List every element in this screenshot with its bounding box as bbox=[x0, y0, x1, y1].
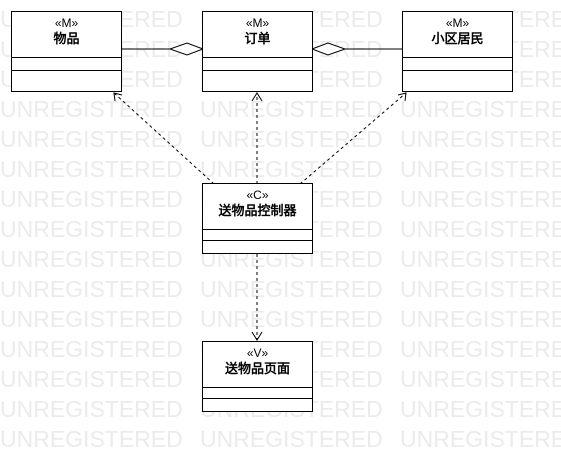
watermark-row: UNREGISTERED UNREGISTERED UNREGISTERED bbox=[0, 428, 561, 451]
watermark-text: UNREGISTERED bbox=[200, 156, 383, 182]
watermark-text: UNREGISTERED bbox=[200, 306, 383, 332]
watermark-text: UNREGISTERED bbox=[200, 96, 383, 122]
watermark-text: UNREGISTERED bbox=[200, 426, 383, 452]
watermark-text: UNREGISTERED bbox=[400, 186, 561, 212]
watermark-text: UNREGISTERED bbox=[400, 96, 561, 122]
operations-compartment bbox=[203, 241, 312, 253]
class-name: 订单 bbox=[244, 31, 271, 46]
watermark-text: UNREGISTERED bbox=[400, 336, 561, 362]
watermark-text: UNREGISTERED bbox=[0, 96, 183, 122]
attributes-compartment bbox=[403, 58, 512, 71]
class-name: 物品 bbox=[53, 31, 80, 46]
watermark-text: UNREGISTERED bbox=[0, 426, 183, 452]
operations-compartment bbox=[203, 399, 312, 411]
class-stereotype: «M» bbox=[54, 16, 79, 30]
class-stereotype: «M» bbox=[445, 16, 470, 30]
class-name: 送物品控制器 bbox=[218, 203, 297, 218]
watermark-text: UNREGISTERED bbox=[0, 396, 183, 422]
open-arrowhead-icon bbox=[251, 92, 263, 102]
watermark-row: UNREGISTERED UNREGISTERED UNREGISTERED bbox=[0, 98, 561, 121]
watermark-text: UNREGISTERED bbox=[0, 156, 183, 182]
watermark-text: UNREGISTERED bbox=[0, 126, 183, 152]
watermark-text: UNREGISTERED bbox=[0, 216, 183, 242]
attributes-compartment bbox=[12, 58, 121, 71]
watermark-text: UNREGISTERED bbox=[0, 246, 183, 272]
watermark-text: UNREGISTERED bbox=[0, 306, 183, 332]
watermark-text: UNREGISTERED bbox=[400, 126, 561, 152]
class-header: «M» 订单 bbox=[203, 12, 312, 58]
operations-compartment bbox=[403, 71, 512, 84]
aggregation-diamond-icon bbox=[168, 42, 205, 56]
watermark-text: UNREGISTERED bbox=[400, 246, 561, 272]
class-header: «V» 送物品页面 bbox=[203, 342, 312, 388]
watermark-text: UNREGISTERED bbox=[400, 366, 561, 392]
class-name: 小区居民 bbox=[431, 31, 484, 46]
open-arrowhead-icon bbox=[397, 92, 407, 102]
class-name: 送物品页面 bbox=[224, 361, 290, 376]
class-header: «M» 小区居民 bbox=[403, 12, 512, 58]
aggregation-diamond-icon bbox=[310, 42, 347, 56]
class-header: «C» 送物品控制器 bbox=[203, 184, 312, 230]
watermark-text: UNREGISTERED bbox=[400, 156, 561, 182]
watermark-text: UNREGISTERED bbox=[0, 336, 183, 362]
watermark-row: UNREGISTERED UNREGISTERED UNREGISTERED bbox=[0, 278, 561, 301]
dependency-line-controller-wupin bbox=[113, 92, 215, 185]
watermark-text: UNREGISTERED bbox=[200, 126, 383, 152]
class-box-wupin[interactable]: «M» 物品 bbox=[11, 11, 122, 92]
watermark-text: UNREGISTERED bbox=[0, 276, 183, 302]
class-box-controller[interactable]: «C» 送物品控制器 bbox=[202, 183, 313, 254]
class-header: «M» 物品 bbox=[12, 12, 121, 58]
class-stereotype: «M» bbox=[245, 16, 270, 30]
watermark-text: UNREGISTERED bbox=[400, 396, 561, 422]
watermark-text: UNREGISTERED bbox=[400, 426, 561, 452]
class-stereotype: «C» bbox=[246, 188, 269, 202]
watermark-row: UNREGISTERED UNREGISTERED UNREGISTERED bbox=[0, 158, 561, 181]
class-stereotype: «V» bbox=[246, 346, 269, 360]
watermark-text: UNREGISTERED bbox=[400, 216, 561, 242]
operations-compartment bbox=[203, 71, 312, 84]
watermark-text: UNREGISTERED bbox=[0, 186, 183, 212]
class-box-jumin[interactable]: «M» 小区居民 bbox=[402, 11, 513, 92]
attributes-compartment bbox=[203, 388, 312, 399]
watermark-text: UNREGISTERED bbox=[400, 306, 561, 332]
watermark-text: UNREGISTERED bbox=[400, 276, 561, 302]
watermark-row: UNREGISTERED UNREGISTERED UNREGISTERED bbox=[0, 308, 561, 331]
watermark-text: UNREGISTERED bbox=[200, 276, 383, 302]
open-arrowhead-icon bbox=[113, 92, 123, 102]
class-box-page[interactable]: «V» 送物品页面 bbox=[202, 341, 313, 412]
operations-compartment bbox=[12, 71, 121, 84]
class-box-dingdan[interactable]: «M» 订单 bbox=[202, 11, 313, 92]
watermark-row: UNREGISTERED UNREGISTERED UNREGISTERED bbox=[0, 128, 561, 151]
attributes-compartment bbox=[203, 58, 312, 71]
watermark-text: UNREGISTERED bbox=[0, 366, 183, 392]
attributes-compartment bbox=[203, 230, 312, 241]
dependency-line-controller-jumin bbox=[299, 92, 407, 185]
open-arrowhead-icon bbox=[251, 331, 263, 341]
